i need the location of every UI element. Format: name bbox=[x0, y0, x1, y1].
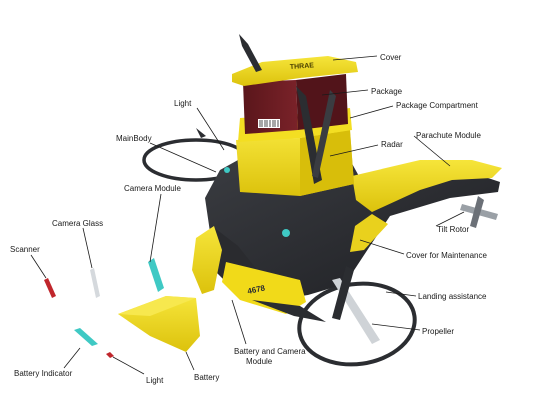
battery-indicator-part bbox=[74, 328, 98, 346]
label-light-top: Light bbox=[174, 99, 192, 108]
main-body bbox=[205, 160, 500, 300]
label-battery-camera-module-line1: Battery and Camera bbox=[234, 347, 306, 356]
barcode-lines bbox=[259, 120, 279, 127]
label-camera-glass: Camera Glass bbox=[52, 219, 103, 228]
label-parachute-module: Parachute Module bbox=[416, 131, 481, 140]
body-light-teal bbox=[282, 229, 290, 237]
label-camera-module: Camera Module bbox=[124, 184, 181, 193]
label-package: Package bbox=[371, 87, 403, 96]
label-radar: Radar bbox=[381, 140, 403, 149]
leader-lines bbox=[30, 55, 465, 375]
lower-yellow-strip bbox=[222, 262, 306, 314]
tilt-rotor-blade-2 bbox=[470, 196, 484, 228]
label-landing-assistance: Landing assistance bbox=[418, 292, 487, 301]
parachute-fin bbox=[352, 160, 502, 212]
battery-camera-module-shell bbox=[192, 226, 222, 294]
maintenance-cover bbox=[350, 214, 388, 252]
rotor-ring-bottom bbox=[297, 281, 417, 367]
label-battery-indicator: Battery Indicator bbox=[14, 369, 73, 378]
battery-part-top bbox=[118, 296, 196, 316]
bottom-light-part bbox=[106, 352, 114, 358]
camera-module-part bbox=[148, 258, 164, 292]
package-front bbox=[243, 80, 298, 134]
body-code-text: 4678 bbox=[247, 283, 267, 296]
camera-glass-part bbox=[90, 268, 100, 298]
propeller-center-blade-2 bbox=[312, 90, 336, 178]
label-scanner: Scanner bbox=[10, 245, 40, 254]
package-barcode bbox=[258, 119, 280, 128]
label-tilt-rotor: Tilt Rotor bbox=[437, 225, 469, 234]
cover-brand-text: THRAE bbox=[290, 62, 315, 71]
landing-blade bbox=[252, 300, 326, 322]
label-mainbody: MainBody bbox=[116, 134, 152, 143]
top-light-teal bbox=[224, 167, 230, 173]
scanner-part bbox=[44, 278, 56, 298]
label-cover-for-maintenance: Cover for Maintenance bbox=[406, 251, 487, 260]
top-cover bbox=[232, 56, 358, 86]
bottom-propeller-blade-2 bbox=[332, 266, 354, 320]
label-battery: Battery bbox=[194, 373, 219, 382]
label-battery-camera-module-line2: Module bbox=[246, 357, 273, 366]
label-package-compartment: Package Compartment bbox=[396, 101, 479, 110]
label-cover: Cover bbox=[380, 53, 402, 62]
label-light-bottom: Light bbox=[146, 376, 164, 385]
label-propeller: Propeller bbox=[422, 327, 454, 336]
propeller-top-blade bbox=[239, 34, 262, 72]
light-small-blade bbox=[196, 128, 206, 138]
